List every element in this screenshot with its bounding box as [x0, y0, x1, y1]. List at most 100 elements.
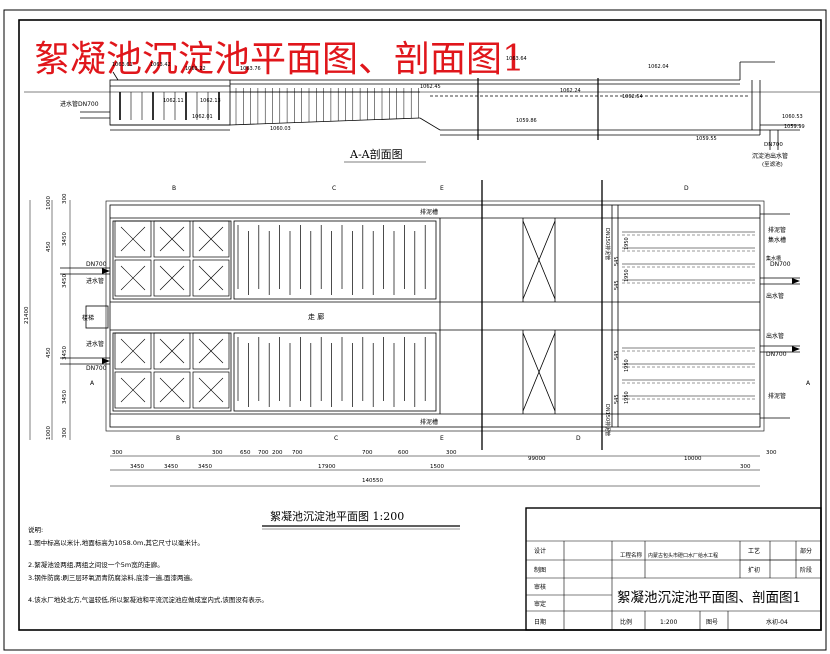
inlet-pipe-label: 进水管DN700: [60, 100, 99, 108]
sludge-channel-label: 排泥槽: [420, 418, 438, 426]
collection-troughs: [622, 231, 755, 400]
dimension-text: 300: [212, 450, 223, 456]
elevation-label: 1063.61: [112, 62, 133, 68]
plan-title: 絮凝池沉淀池平面图 1:200: [270, 509, 404, 523]
dimension-text: 300: [62, 427, 68, 438]
dimension-text: 450: [46, 347, 52, 358]
dimension-text: 600: [398, 450, 409, 456]
total-width-dimension: 140550: [362, 478, 383, 484]
note-item: 4.该水厂地处北方,气温较低,所以絮凝池和平流沉淀池应做成室内式,该图没有表示。: [28, 595, 268, 604]
outer-frame: [3, 9, 827, 651]
section-mark: E: [440, 435, 444, 442]
section-mark: B: [172, 185, 176, 192]
section-mark: A: [806, 380, 811, 387]
title-block-label: 制图: [534, 566, 546, 574]
bottom-dimension-chain: [110, 455, 760, 487]
elevation-label: 1059.99: [784, 124, 805, 130]
stairs-label: 楼梯: [82, 314, 94, 322]
scale-value: 1:200: [660, 619, 677, 626]
project-name: 内蒙古包头市磴口水厂给水工程: [648, 552, 718, 559]
corridor-label: 走 廊: [308, 312, 324, 321]
dimension-text: 3450: [130, 464, 144, 470]
dimension-text: 3450: [164, 464, 178, 470]
section-mark: E: [440, 185, 444, 192]
drain-pipe-label: 排泥管: [768, 226, 786, 234]
section-title: A-A剖面图: [349, 147, 403, 161]
title-block-label: 设计: [534, 547, 546, 555]
sheet-number: 水初-04: [766, 618, 788, 626]
outlet-label: 出水管: [766, 332, 784, 340]
dimension-text: 3450: [62, 346, 68, 360]
title-block: [525, 507, 822, 631]
dimension-text: 545: [614, 394, 620, 404]
dimension-text: 700: [292, 450, 303, 456]
section-mark: D: [576, 435, 581, 442]
note-item: 1.图中标高以米计,地面标高为1058.0m,其它尺寸以毫米计。: [28, 538, 204, 547]
elevation-label: 1062.01: [192, 114, 213, 120]
dimension-text: 1500: [430, 464, 444, 470]
outlet-pipe-label: 沉淀池出水管: [752, 152, 788, 160]
dimension-text: 300: [112, 450, 123, 456]
mixer-cell: [153, 259, 191, 297]
flocculation-bars: [119, 92, 220, 120]
mixer-cell: [192, 220, 230, 258]
flow-arrows: [102, 268, 800, 364]
inner-frame: [18, 19, 822, 631]
dimension-text: 21400: [24, 306, 30, 324]
section-mark: C: [334, 435, 338, 442]
dimension-text: 200: [272, 450, 283, 456]
mixer-cell: [114, 371, 152, 409]
inlet-label: DN700: [86, 261, 107, 268]
dimension-text: 10000: [684, 456, 702, 462]
title-block-label: 比例: [620, 618, 632, 626]
inlet-label: 进水管: [86, 340, 104, 348]
dimension-text: 3450: [62, 390, 68, 404]
elevation-label: 1062.24: [560, 88, 581, 94]
mixer-cell: [114, 259, 152, 297]
mixer-cell: [114, 220, 152, 258]
elevation-label: 1062.11: [163, 98, 184, 104]
dimension-text: 1950: [624, 359, 630, 372]
elevation-label: 1062.54: [622, 94, 643, 100]
title-block-label: 工艺: [748, 547, 760, 555]
title-block-label: 工程名称: [620, 551, 643, 559]
dimension-text: 1000: [46, 196, 52, 210]
collection-trough-label: 集水槽: [766, 255, 781, 262]
title-block-label: 日期: [534, 618, 546, 626]
dimension-text: 450: [46, 241, 52, 252]
elevation-label: 1059.55: [696, 136, 717, 142]
dimension-text: 700: [362, 450, 373, 456]
dimension-text: 545: [614, 350, 620, 360]
dimension-text: 17900: [318, 464, 336, 470]
dimension-text: 99000: [528, 456, 546, 462]
elevation-label: 1063.76: [240, 66, 261, 72]
mixer-cell: [153, 332, 191, 370]
elevation-label: 1060.53: [782, 114, 803, 120]
mixer-cell: [192, 332, 230, 370]
left-dimension-chain: [29, 200, 71, 440]
note-item: 3.钢件防腐:刷三层环氧沥青防腐涂料,底漆一遍,面漆两遍。: [28, 573, 197, 582]
elevation-label: 1063.22: [185, 66, 206, 72]
dimension-text: 545: [614, 256, 620, 266]
title-block-label: 审定: [534, 600, 546, 608]
elevation-label: 1063.64: [506, 56, 527, 62]
notes-heading: 说明:: [28, 525, 43, 534]
mechanical-flocculation-cells: [114, 220, 230, 409]
elevation-label: 1062.45: [420, 84, 441, 90]
plan-view: [60, 180, 800, 450]
elevation-label: 1063.42: [150, 62, 171, 68]
inlet-label: DN700: [86, 365, 107, 372]
title-block-label: 部分: [800, 547, 812, 555]
dimension-text: 3450: [62, 232, 68, 246]
dimension-text: 3450: [62, 274, 68, 288]
dimension-text: 1950: [624, 391, 630, 404]
dimension-text: 300: [446, 450, 457, 456]
outlet-label: 出水管: [766, 292, 784, 300]
outlet-label: DN700: [770, 261, 791, 268]
pipe-label: DN150排泥管: [604, 228, 611, 260]
title-block-label: 扩初: [748, 566, 760, 574]
elevation-label: 1062.04: [648, 64, 669, 70]
elevation-label: 1060.03: [270, 126, 291, 132]
outlet-label: DN700: [766, 351, 787, 358]
outlet-pipe-label: (至滤池): [762, 160, 783, 168]
